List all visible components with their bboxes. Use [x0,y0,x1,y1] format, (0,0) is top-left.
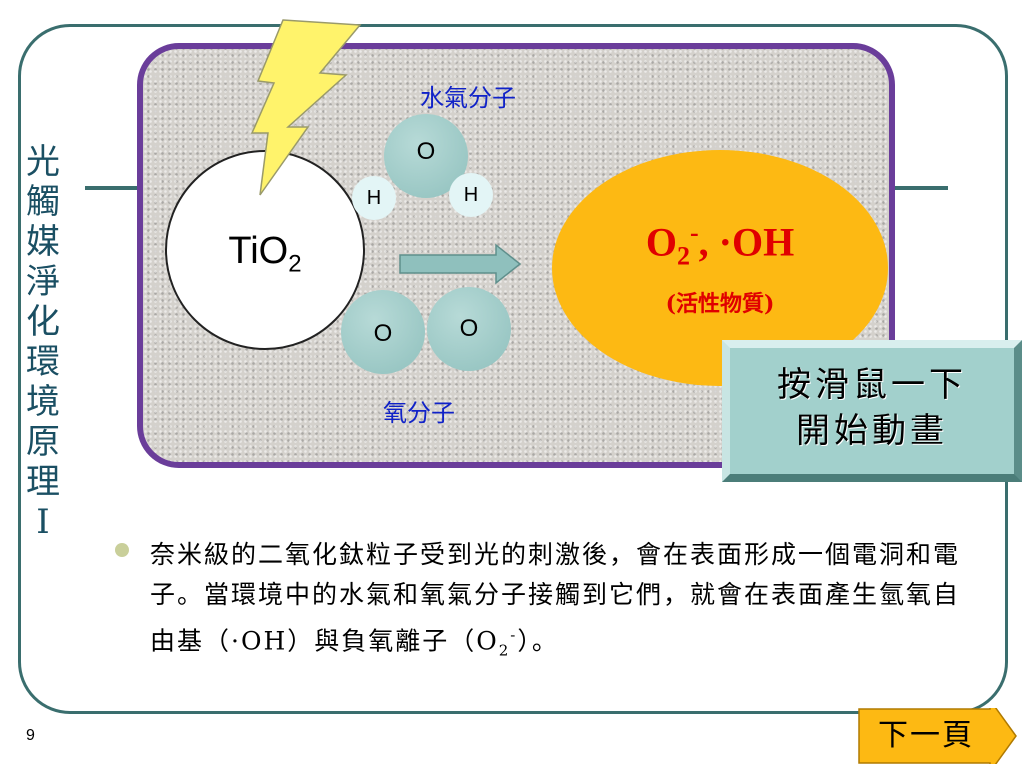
body-text-end: ）。 [517,626,559,656]
hydroxyl-radical: , ·OH [698,219,795,265]
body-subscript: 2 [498,641,511,660]
right-arrow-icon [399,243,522,285]
side-title-char: 環 [26,342,60,382]
start-animation-button[interactable]: 按滑鼠一下 開始動畫 [722,340,1022,482]
side-title-char: 觸 [26,182,60,222]
side-title-char: 境 [26,382,60,422]
superoxide-charge: - [689,218,699,247]
tio2-label: TiO2 [165,230,365,279]
page-number: 9 [26,727,35,744]
side-title-char: 原 [26,422,60,462]
superoxide-base: O [645,219,677,265]
body-superscript: - [510,626,518,644]
water-hydrogen-atom-right: H [449,173,493,217]
active-species-subtitle: (活性物質) [665,291,775,317]
next-page-label: 下一頁 [878,718,974,753]
start-animation-label-line2: 開始動畫 [796,411,948,451]
side-title-char: 理 [26,462,60,502]
water-hydrogen-atom-left: H [352,176,396,220]
side-title-char: 光 [26,142,60,182]
tio2-subscript: 2 [288,250,302,278]
title-rule-left [85,186,140,190]
bullet-icon [115,543,129,557]
side-title-char: Ⅰ [36,502,50,542]
start-animation-label-line1: 按滑鼠一下 [777,365,967,405]
tio2-base: TiO [228,230,289,272]
side-title-char: 媒 [26,222,60,262]
next-arrow-icon [858,708,1017,764]
lightning-bolt-icon [250,19,362,196]
active-species-formula: O2-, ·OH [552,218,888,271]
side-title-char: 化 [26,302,60,342]
side-title: 光 觸 媒 淨 化 環 境 原 理 Ⅰ [18,142,68,542]
title-rule-right [893,186,948,190]
side-title-char: 淨 [26,262,60,302]
superoxide-subscript: 2 [676,241,690,271]
oxygen-atom-right: O [427,287,511,371]
water-molecule-label: 水氣分子 [420,84,516,112]
body-text-main: 奈米級的二氧化鈦粒子受到光的刺激後，會在表面形成一個電洞和電子。當環境中的水氣和… [150,540,961,656]
oxygen-molecule-label: 氧分子 [383,399,455,427]
oxygen-atom-left: O [341,290,425,374]
body-paragraph: 奈米級的二氧化鈦粒子受到光的刺激後，會在表面形成一個電洞和電子。當環境中的水氣和… [150,535,980,670]
next-page-button[interactable] [858,708,1018,764]
